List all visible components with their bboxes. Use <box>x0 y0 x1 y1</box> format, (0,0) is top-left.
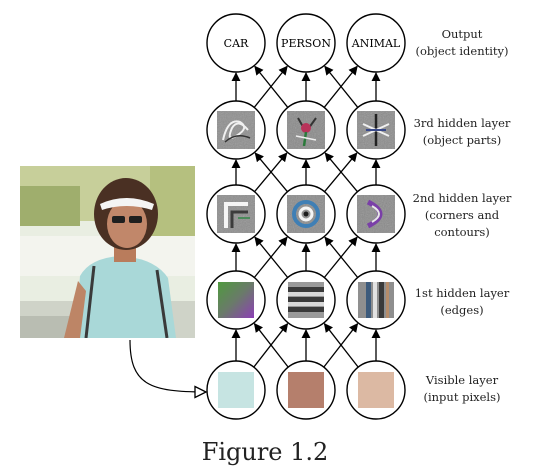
label-output-line2: (object identity) <box>415 44 509 58</box>
connection-arrow <box>254 65 289 108</box>
pixel-swatch-3 <box>358 372 394 408</box>
connection-arrow <box>324 152 358 193</box>
feature-hidden2-3 <box>357 195 395 233</box>
connection-arrow <box>253 322 289 368</box>
feature-hidden2-2 <box>287 195 325 233</box>
feature-hidden1-1 <box>218 282 254 318</box>
feature-hidden3-3 <box>357 111 395 149</box>
person-photo-illustration <box>20 166 195 338</box>
node-output-animal <box>346 13 406 73</box>
label-hidden3-line1: 3rd hidden layer <box>413 116 511 130</box>
feature-hidden1-3 <box>358 282 394 318</box>
label-output: Output (object identity) <box>402 26 522 60</box>
pixel-swatch-2 <box>288 372 324 408</box>
pixel-swatch-1 <box>218 372 254 408</box>
connection-arrow <box>323 322 359 368</box>
connection-arrow <box>324 236 359 278</box>
label-hidden1-line1: 1st hidden layer <box>414 286 510 300</box>
input-photo <box>20 166 195 338</box>
label-visible-line2: (input pixels) <box>423 390 501 404</box>
connection-arrow <box>254 152 288 193</box>
connection-arrow <box>324 65 359 108</box>
node-output-person <box>276 13 336 73</box>
connections <box>231 65 381 368</box>
label-hidden3: 3rd hidden layer (object parts) <box>402 115 522 149</box>
nodes: CAR PERSON ANIMAL <box>206 13 406 420</box>
label-hidden2-line2: (corners and <box>424 208 500 222</box>
output-label-animal: ANIMAL <box>351 37 401 50</box>
connection-arrow <box>254 236 289 278</box>
label-hidden2-line1: 2nd hidden layer <box>412 191 512 205</box>
node-output-car <box>206 13 266 73</box>
figure-caption: Figure 1.2 <box>201 438 329 466</box>
label-visible-line1: Visible layer <box>425 373 499 387</box>
label-output-line1: Output <box>441 27 483 41</box>
feature-hidden3-1 <box>217 111 255 149</box>
feature-hidden3-2 <box>287 111 325 149</box>
input-arrow <box>129 339 206 392</box>
label-hidden1-line2: (edges) <box>440 303 484 317</box>
label-hidden3-line2: (object parts) <box>422 133 502 147</box>
label-hidden2-line3: contours) <box>434 225 490 239</box>
output-label-person: PERSON <box>281 37 331 50</box>
label-hidden2: 2nd hidden layer (corners and contours) <box>402 190 522 241</box>
label-hidden1: 1st hidden layer (edges) <box>402 285 522 319</box>
feature-hidden1-2 <box>288 282 324 318</box>
label-visible: Visible layer (input pixels) <box>402 372 522 406</box>
feature-hidden2-1 <box>217 195 255 233</box>
output-label-car: CAR <box>224 37 249 50</box>
